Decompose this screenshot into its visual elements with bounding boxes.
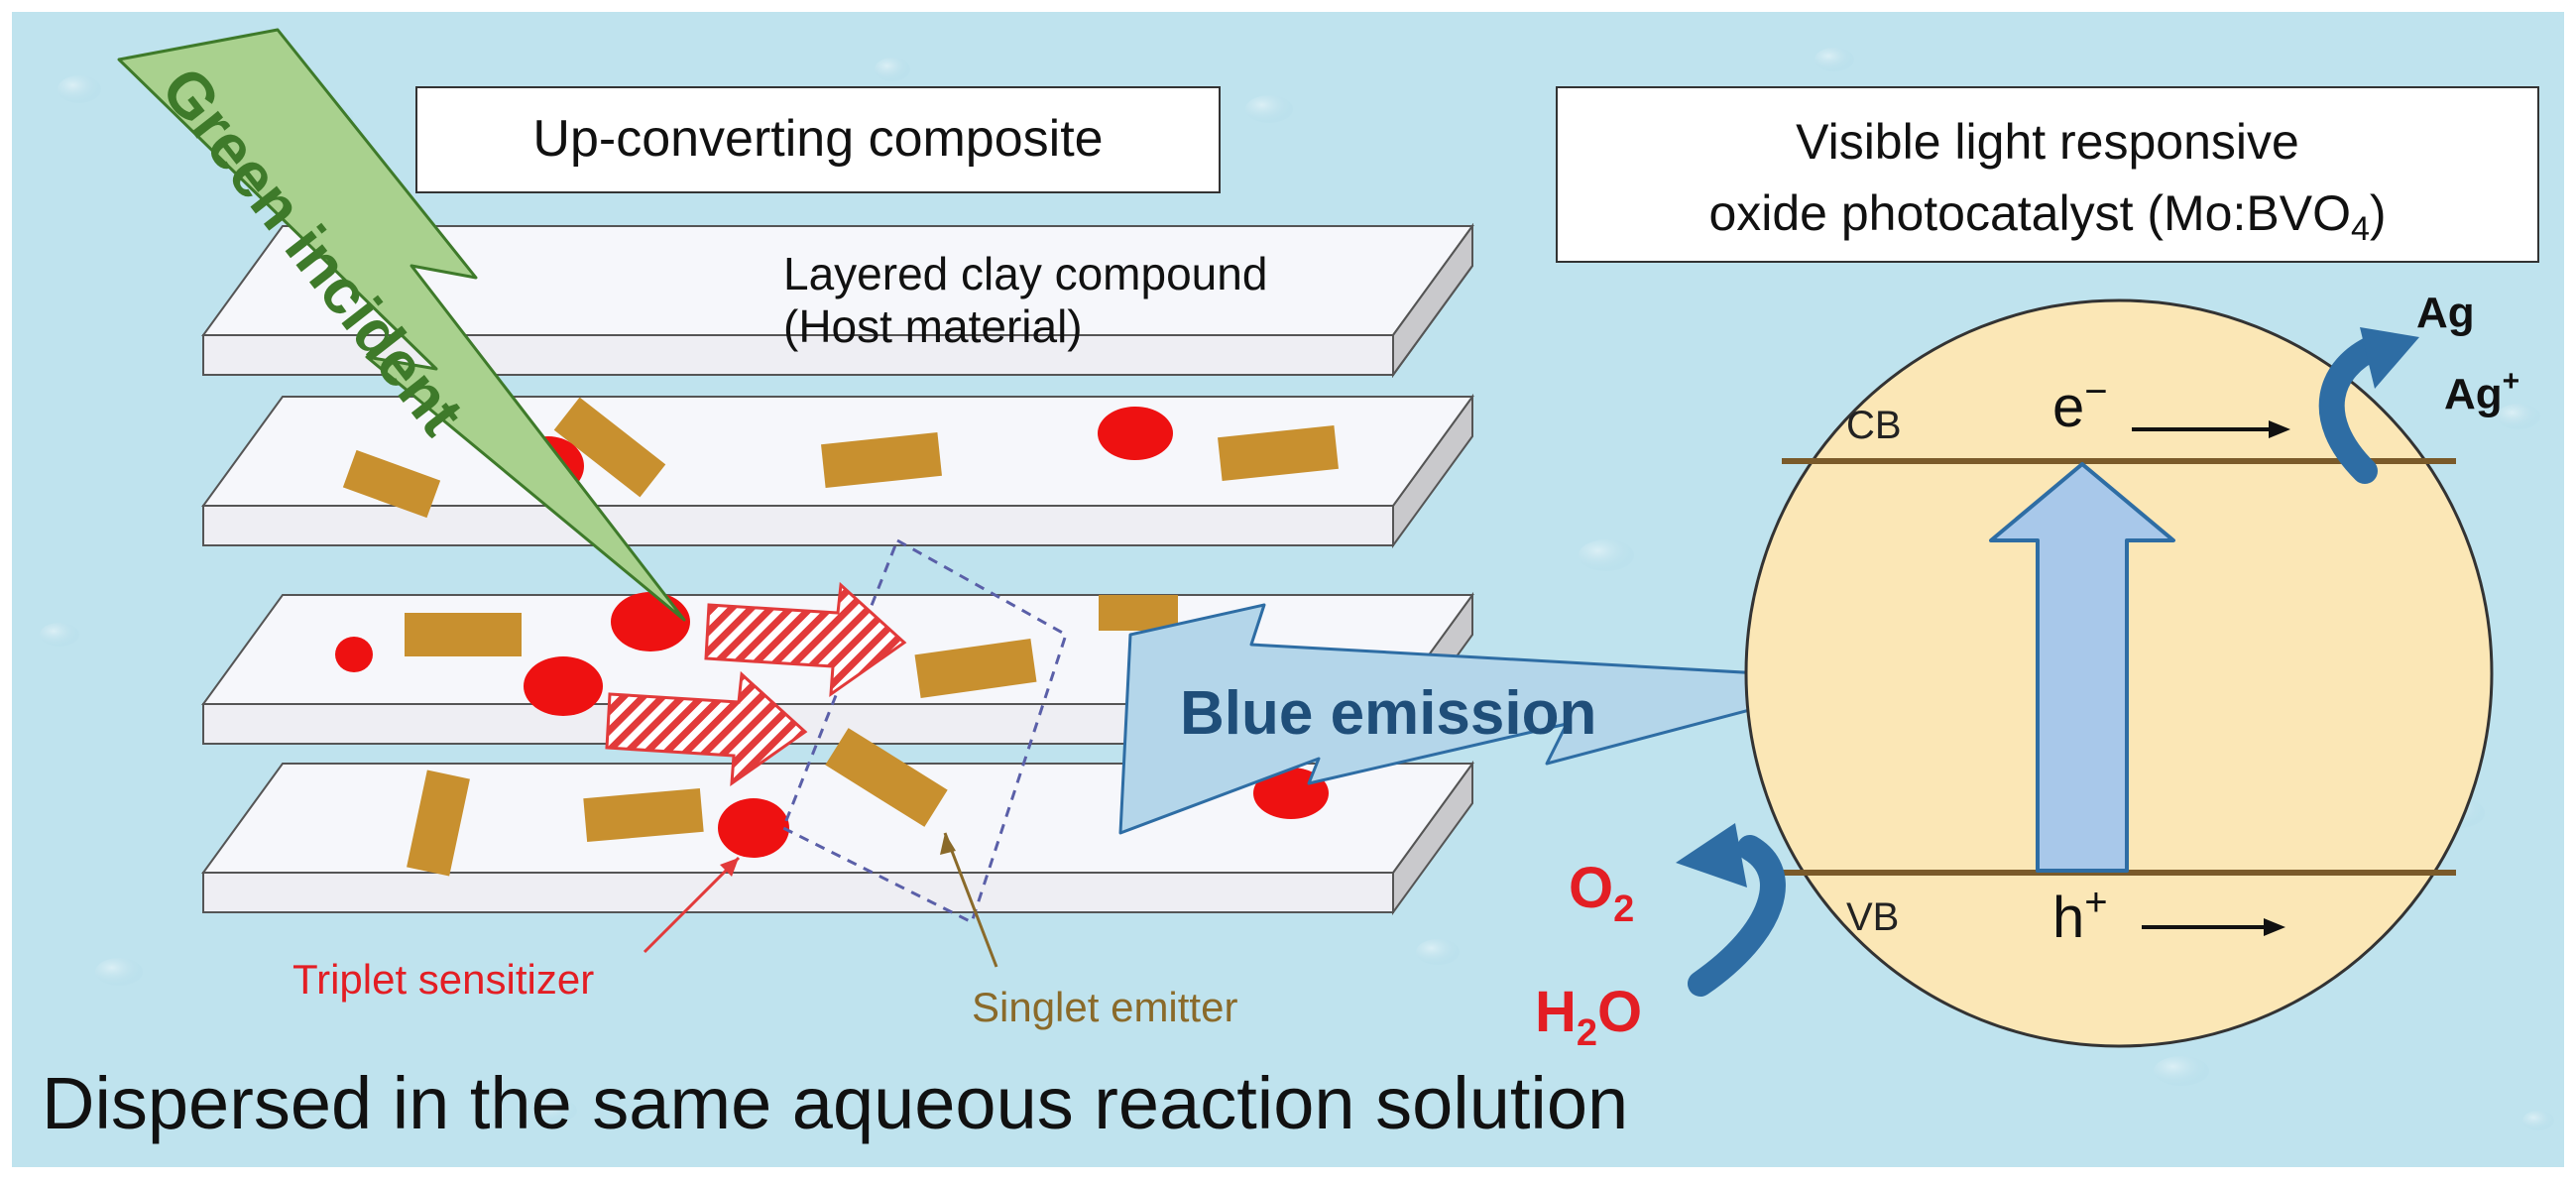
singlet-dashed-box <box>781 538 1068 924</box>
blue-emission-label: Blue emission <box>1180 679 1596 748</box>
electron-arrow <box>2132 420 2290 438</box>
photocatalyst-label-box: Visible light responsive oxide photocata… <box>1556 86 2539 263</box>
blue-emission-bolt: Blue emission <box>1118 603 1868 835</box>
triplet-sensitizer-pointer: Triplet sensitizer <box>293 856 741 1003</box>
upconverting-label: Up-converting composite <box>532 110 1103 168</box>
photocatalyst-line1: Visible light responsive <box>1796 114 2299 170</box>
emitter-molecules <box>342 397 1339 877</box>
photocatalyst-particle: CB VB e− h+ <box>1744 298 2494 1048</box>
o2-label: O2 <box>1569 856 1634 930</box>
electron-label: e− <box>2052 370 2108 439</box>
ag-ion-label: Ag+ <box>2444 365 2519 418</box>
h2o-label: H2O <box>1535 980 1642 1054</box>
singlet-emitter-label: Singlet emitter <box>972 984 1237 1030</box>
hole-label: h+ <box>2052 881 2108 950</box>
excitation-arrow <box>1989 462 2175 873</box>
triplet-sensitizer-label: Triplet sensitizer <box>293 956 594 1003</box>
singlet-emitter-pointer: Singlet emitter <box>940 832 1237 1030</box>
energy-transfer-arrows <box>605 581 907 787</box>
water-oxidation-arrow: O2 H2O <box>1535 823 1786 1054</box>
cb-label: CB <box>1846 404 1902 447</box>
photocatalyst-line2: oxide photocatalyst (Mo:BVO4) <box>1708 185 2386 248</box>
clay-label-line2: (Host material) <box>783 300 1083 352</box>
footer-caption: Dispersed in the same aqueous reaction s… <box>42 1062 1628 1144</box>
upconverting-label-box: Up-converting composite <box>415 86 1221 193</box>
vb-label: VB <box>1846 895 1899 939</box>
clay-sheet-top <box>1392 222 1473 379</box>
clay-label-line1: Layered clay compound <box>783 248 1267 299</box>
clay-sheet-2 <box>201 222 1474 379</box>
hole-arrow <box>2142 918 2285 936</box>
ag-label: Ag <box>2416 289 2475 337</box>
silver-reduction-arrow: Ag Ag+ <box>2318 289 2519 484</box>
